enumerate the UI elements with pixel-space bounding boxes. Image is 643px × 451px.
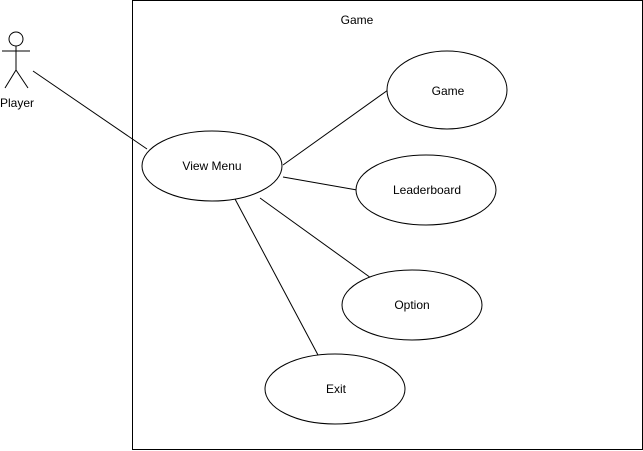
- use-case-label-exit: Exit: [325, 382, 347, 396]
- use-case-label-view-menu: View Menu: [182, 159, 242, 173]
- use-case-label-game: Game: [431, 84, 465, 98]
- actor-right-leg: [15, 69, 29, 89]
- actor-head: [8, 31, 24, 47]
- use-case-leaderboard[interactable]: [355, 154, 497, 226]
- association-view-menu-exit: [234, 198, 319, 356]
- actor-left-leg: [4, 69, 17, 89]
- actor-label: Player: [0, 96, 35, 110]
- use-case-game[interactable]: [386, 50, 508, 130]
- use-case-exit[interactable]: [264, 353, 406, 425]
- use-case-label-leaderboard: Leaderboard: [392, 183, 462, 197]
- association-view-menu-leaderboard: [282, 176, 358, 191]
- system-title: Game: [340, 13, 374, 27]
- use-case-label-option: Option: [394, 298, 430, 312]
- use-case-view-menu[interactable]: [141, 130, 283, 202]
- association-view-menu-option: [259, 197, 372, 279]
- association-player-view-menu: [32, 70, 148, 150]
- actor-player-figure: [2, 31, 30, 89]
- use-case-option[interactable]: [341, 269, 483, 341]
- association-view-menu-game: [282, 89, 389, 166]
